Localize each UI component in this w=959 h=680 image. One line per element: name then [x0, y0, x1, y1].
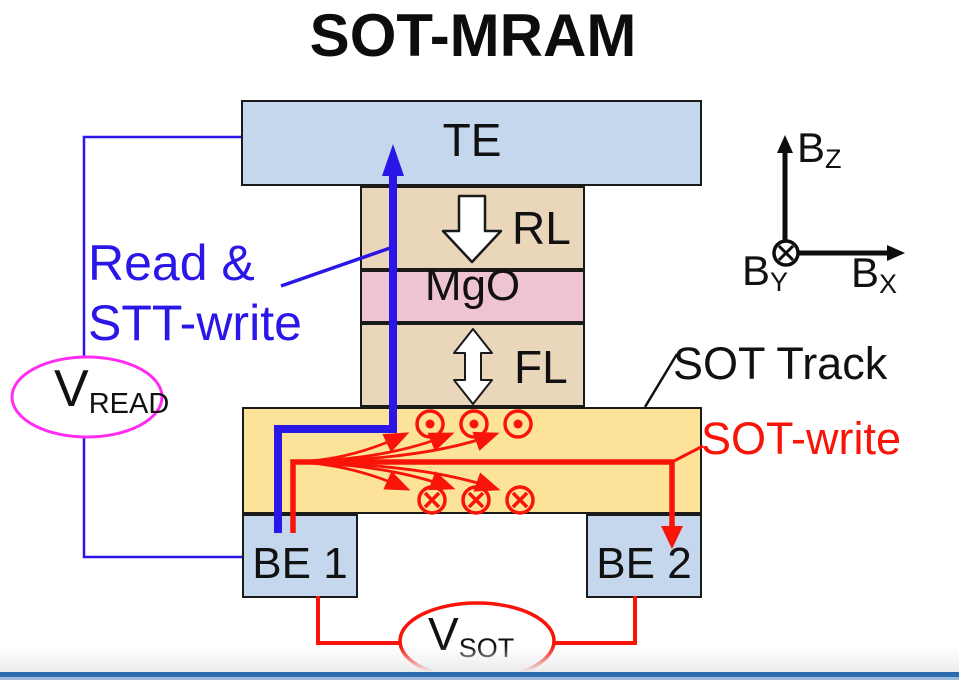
vread-sub: READ	[88, 388, 170, 420]
by-axis-label: BY	[742, 247, 788, 296]
bottom-border-light	[0, 677, 959, 680]
te-label: TE	[442, 114, 502, 166]
bz-sub: Z	[825, 144, 842, 174]
bottom-gradient	[0, 646, 959, 672]
fl-label: FL	[514, 341, 568, 393]
by-base: B	[742, 247, 771, 294]
bz-axis-arrowhead	[777, 135, 793, 153]
be2-label: BE 2	[596, 539, 692, 588]
by-sub: Y	[770, 267, 789, 297]
bottom-border-dark	[0, 672, 959, 677]
read-stt-write-line1: Read &	[88, 235, 255, 291]
bz-axis-label: BZ	[797, 124, 842, 173]
bx-base: B	[851, 249, 880, 296]
bx-sub: X	[879, 269, 898, 299]
vread-label: VREAD	[54, 360, 169, 419]
rl-label: RL	[512, 202, 571, 254]
vread-base: V	[54, 360, 89, 418]
top-electrode-layer	[241, 100, 702, 186]
mgo-label: MgO	[424, 261, 521, 310]
be1-label: BE 1	[252, 539, 348, 588]
read-stt-write-line2: STT-write	[88, 295, 302, 351]
sot-track-layer	[242, 407, 702, 514]
sot-track-label: SOT Track	[673, 338, 888, 389]
bx-axis-label: BX	[851, 249, 897, 298]
bz-base: B	[797, 124, 826, 171]
mgo-barrier-layer	[360, 270, 585, 323]
read-stt-write-label: Read & STT-write	[88, 233, 302, 353]
diagram-title: SOT-MRAM	[309, 2, 637, 69]
sot-write-label: SOT-write	[701, 413, 902, 464]
